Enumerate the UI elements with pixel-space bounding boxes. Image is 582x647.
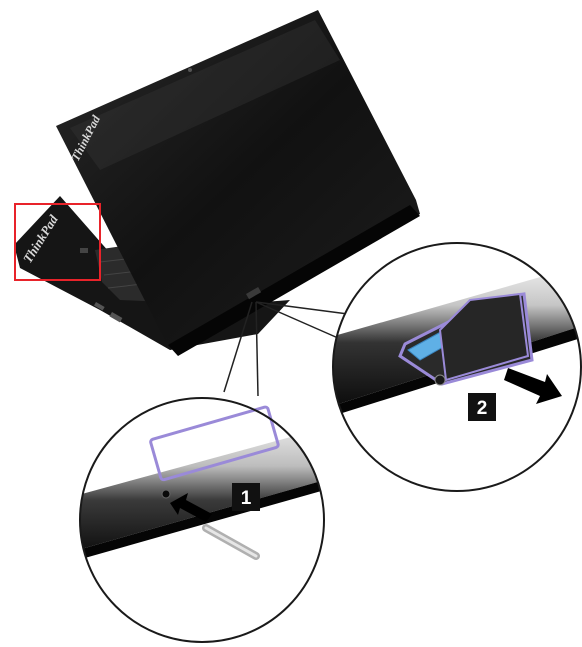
step-number-2: 2 xyxy=(477,398,488,419)
fingerprint-reader xyxy=(80,248,88,253)
eject-hole xyxy=(162,490,170,498)
callout-right xyxy=(320,240,582,500)
step-number-1: 1 xyxy=(241,488,252,509)
step-badge-1: 1 xyxy=(232,483,260,511)
lid-camera-dot xyxy=(188,68,192,72)
callout-left xyxy=(60,390,360,647)
step-badge-2: 2 xyxy=(468,393,496,421)
tray-pin-hole xyxy=(435,375,445,385)
